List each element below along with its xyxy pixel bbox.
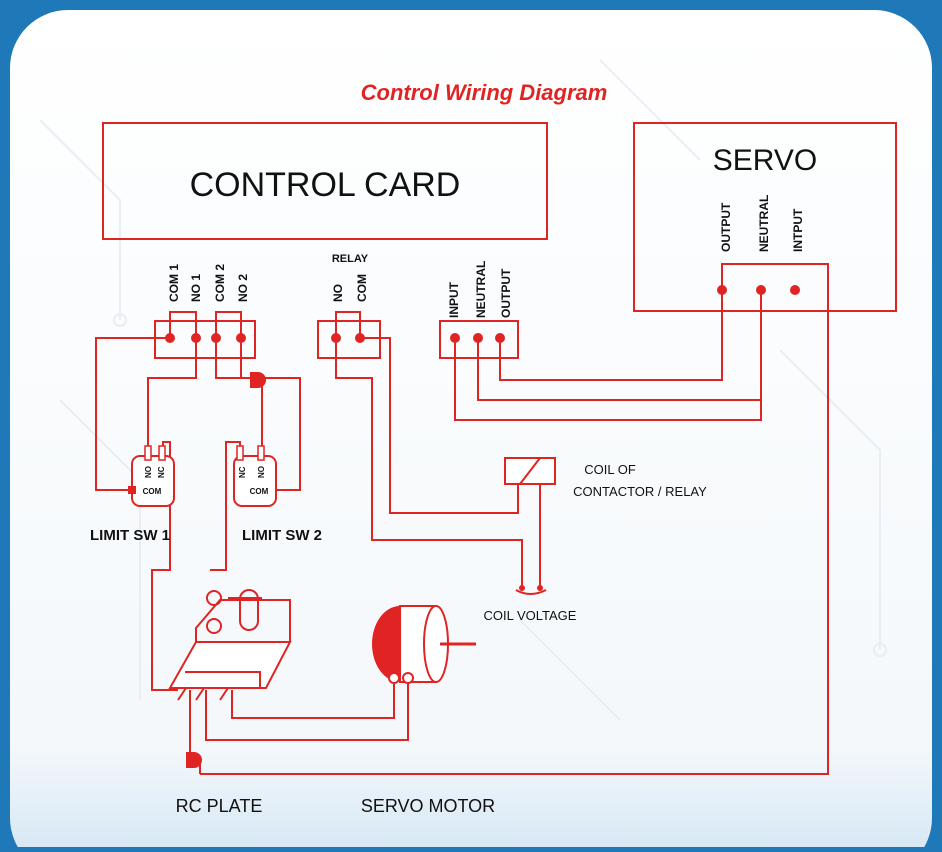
servo-terminal-neutral: NEUTRAL: [757, 195, 771, 252]
servo-box: [633, 122, 897, 312]
coil-label-line2: CONTACTOR / RELAY: [573, 484, 707, 499]
coil-label-line1: COIL OF: [584, 462, 636, 477]
terminal-label-no2: NO 2: [236, 274, 250, 302]
relay-header-label: RELAY: [332, 253, 369, 265]
ls1-pin-nc: NC: [157, 466, 166, 478]
relay-label-no: NO: [331, 284, 345, 302]
rc-plate: [168, 589, 292, 701]
servo-terminal-output: OUTPUT: [719, 202, 733, 252]
servo-motor-label: SERVO MOTOR: [361, 796, 495, 816]
servo-terminal-input: INTPUT: [791, 208, 805, 252]
rc-plate-label: RC PLATE: [176, 796, 263, 816]
limit-switch-1: NO NC COM: [128, 445, 175, 507]
terminal-dots: [165, 333, 505, 768]
ls1-com: COM: [143, 487, 162, 496]
limit-sw1-label: LIMIT SW 1: [90, 527, 170, 544]
control-card-box: [102, 122, 548, 240]
relay-label-com: COM: [355, 274, 369, 302]
servo-label: SERVO: [713, 144, 818, 177]
background-circuit-pattern: [39, 59, 887, 721]
diagram-panel: [6, 6, 936, 852]
ls2-pin-nc: NC: [238, 466, 247, 478]
terminal-label-com2: COM 2: [213, 264, 227, 302]
terminal-label-no1: NO 1: [189, 274, 203, 302]
ls1-pin-no: NO: [144, 466, 153, 478]
power-label-neutral: NEUTRAL: [474, 261, 488, 318]
power-label-input: INPUT: [447, 281, 461, 318]
coil-voltage-label: COIL VOLTAGE: [484, 608, 577, 623]
limit-switch-2: NC NO COM: [233, 445, 277, 507]
control-card-label: CONTROL CARD: [190, 166, 461, 204]
relay-terminal-block: [317, 320, 381, 359]
servo-strip-wire: [200, 263, 829, 775]
switch-terminal-block: [154, 320, 256, 359]
limit-sw2-label: LIMIT SW 2: [242, 527, 322, 544]
ls2-pin-no: NO: [257, 466, 266, 478]
servo-input-terminal: [790, 285, 800, 295]
diagram-title: Control Wiring Diagram: [361, 80, 608, 105]
power-label-output: OUTPUT: [499, 268, 513, 318]
ls2-com: COM: [250, 487, 269, 496]
terminal-label-com1: COM 1: [167, 264, 181, 302]
coil-symbol: [504, 457, 556, 595]
servo-motor-symbol: [372, 605, 476, 684]
